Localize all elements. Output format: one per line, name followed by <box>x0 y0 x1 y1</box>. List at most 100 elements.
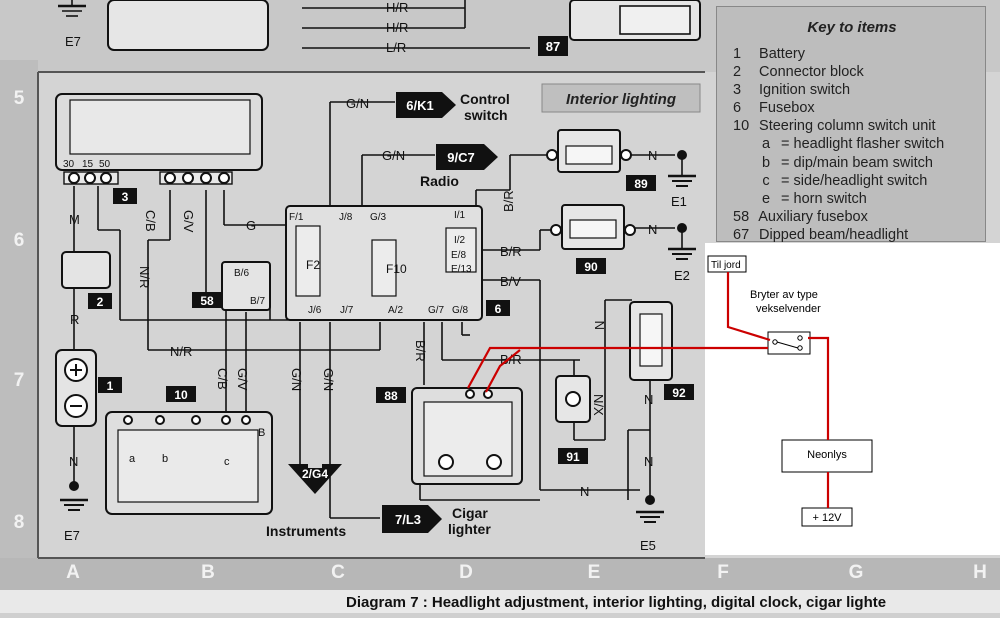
aux-fusebox-58 <box>221 261 271 311</box>
key-item: 1 Battery <box>733 45 944 63</box>
grid-col-c: C <box>331 562 345 583</box>
ref-58: 58 <box>200 294 214 308</box>
section-tab <box>541 83 701 113</box>
key-item-label: Connector block <box>759 64 864 81</box>
key-item-number: 10 <box>733 118 750 135</box>
key-item: 58 Auxiliary fusebox <box>733 208 944 226</box>
wire-label-n1: N <box>648 148 657 163</box>
key-item-number: c <box>762 172 770 189</box>
grid-col-g: G <box>849 562 864 583</box>
wire-label-n7: N <box>69 454 78 469</box>
wire-label-nr1: N/R <box>137 266 152 288</box>
wire-label-n2: N <box>648 222 657 237</box>
key-item: e = horn switch <box>733 190 944 208</box>
key-title: Key to items <box>807 19 897 36</box>
key-item-number: 6 <box>733 100 742 117</box>
ref-10: 10 <box>174 388 188 402</box>
top-strip <box>58 0 701 51</box>
term-b7: B/7 <box>250 296 265 307</box>
key-item-label: = dip/main beam switch <box>781 154 933 171</box>
wire-label-gn-mid: G/N <box>382 148 405 163</box>
arrow-shapes <box>288 92 498 533</box>
term-j7: J/7 <box>340 305 354 316</box>
term-e8: E/8 <box>451 250 466 261</box>
term-j8: J/8 <box>339 212 353 223</box>
key-item-label: = side/headlight switch <box>781 172 928 189</box>
component-88 <box>411 387 523 485</box>
key-item-label: Dipped beam/headlight <box>759 226 909 243</box>
wire-label-br2: B/R <box>500 244 522 259</box>
ground-e2: E2 <box>674 268 690 283</box>
grid-col-h: H <box>973 562 987 583</box>
wire-label-gv: G/V <box>181 210 196 233</box>
arrow-radio-code: 9/C7 <box>447 150 474 165</box>
annotation-panel <box>705 243 1000 555</box>
term-j6: J/6 <box>308 305 322 316</box>
grid-col-a: A <box>66 562 80 583</box>
key-item: 67 Dipped beam/headlight <box>733 226 944 244</box>
term-g7: G/7 <box>428 305 445 316</box>
key-item-label: Auxiliary fusebox <box>758 208 868 225</box>
key-item-number: 67 <box>733 226 750 243</box>
arrow-instruments-label: Instruments <box>266 523 346 539</box>
wire-label-nx: N/X <box>591 394 606 416</box>
connector-block-2 <box>61 251 111 289</box>
ref-1: 1 <box>107 379 114 393</box>
grid-col-e: E <box>588 562 601 583</box>
wire-label-n3: N <box>592 321 607 330</box>
term-b6: B/6 <box>234 268 249 279</box>
wire-label-gn-top: G/N <box>346 96 369 111</box>
wire-label-m: M <box>69 212 80 227</box>
term-i2: I/2 <box>454 235 466 246</box>
top-wire-2: H/R <box>386 20 408 35</box>
wire-label-br4: B/R <box>500 352 522 367</box>
arrow-cigar-code: 7/L3 <box>395 512 421 527</box>
grid-col-f: F <box>717 562 729 583</box>
term-50: 50 <box>99 159 111 170</box>
term-i1: I/1 <box>454 210 466 221</box>
wire-label-cb2: C/B <box>215 368 230 390</box>
grid-row-8: 8 <box>14 512 25 533</box>
grid-col-d: D <box>459 562 473 583</box>
arrow-cigar-label1: Cigar <box>452 505 488 521</box>
key-item-label: Ignition switch <box>759 82 851 99</box>
term-f1: F/1 <box>289 212 304 223</box>
top-wire-1: H/R <box>386 0 408 15</box>
steering-switch-10 <box>105 411 273 515</box>
arrow-control-label1: Control <box>460 91 510 107</box>
ground-e7: E7 <box>64 528 80 543</box>
term-g3: G/3 <box>370 212 387 223</box>
key-item-number: 3 <box>733 82 742 99</box>
ref-6: 6 <box>495 302 502 316</box>
key-item-number: 2 <box>733 64 742 81</box>
top-ground-label: E7 <box>65 34 81 49</box>
lamp-91 <box>555 375 591 423</box>
arrow-control-code: 6/K1 <box>406 98 433 113</box>
wire-label-gv2: G/V <box>235 368 250 391</box>
arrow-radio-label: Radio <box>420 173 459 189</box>
term-g8: G/8 <box>452 305 469 316</box>
ignition-switch-3 <box>55 93 263 185</box>
diagram-caption: Diagram 7 : Headlight adjustment, interi… <box>346 594 887 611</box>
wire-label-n5: N <box>644 454 653 469</box>
top-ref-box <box>538 36 568 56</box>
wire-label-bv: B/V <box>500 274 521 289</box>
arrow-instruments-code: 2/G4 <box>302 467 328 481</box>
wire-label-n4: N <box>644 392 653 407</box>
battery-1 <box>55 349 97 427</box>
key-item: 6 Fusebox <box>733 99 944 117</box>
ground-symbols <box>60 150 696 523</box>
key-item-number: b <box>761 154 771 171</box>
wire-label-n6: N <box>580 484 589 499</box>
key-item-label: Steering column switch unit <box>759 118 936 135</box>
key-item-label: Fusebox <box>759 100 815 117</box>
fuse-f10: F10 <box>386 262 407 276</box>
wire-label-gn2: G/N <box>321 368 336 391</box>
term-e13: E/13 <box>451 264 472 275</box>
top-wire-3: L/R <box>386 40 406 55</box>
arrow-control-label2: switch <box>464 107 508 123</box>
ref-3: 3 <box>122 190 129 204</box>
term-30: 30 <box>63 159 75 170</box>
